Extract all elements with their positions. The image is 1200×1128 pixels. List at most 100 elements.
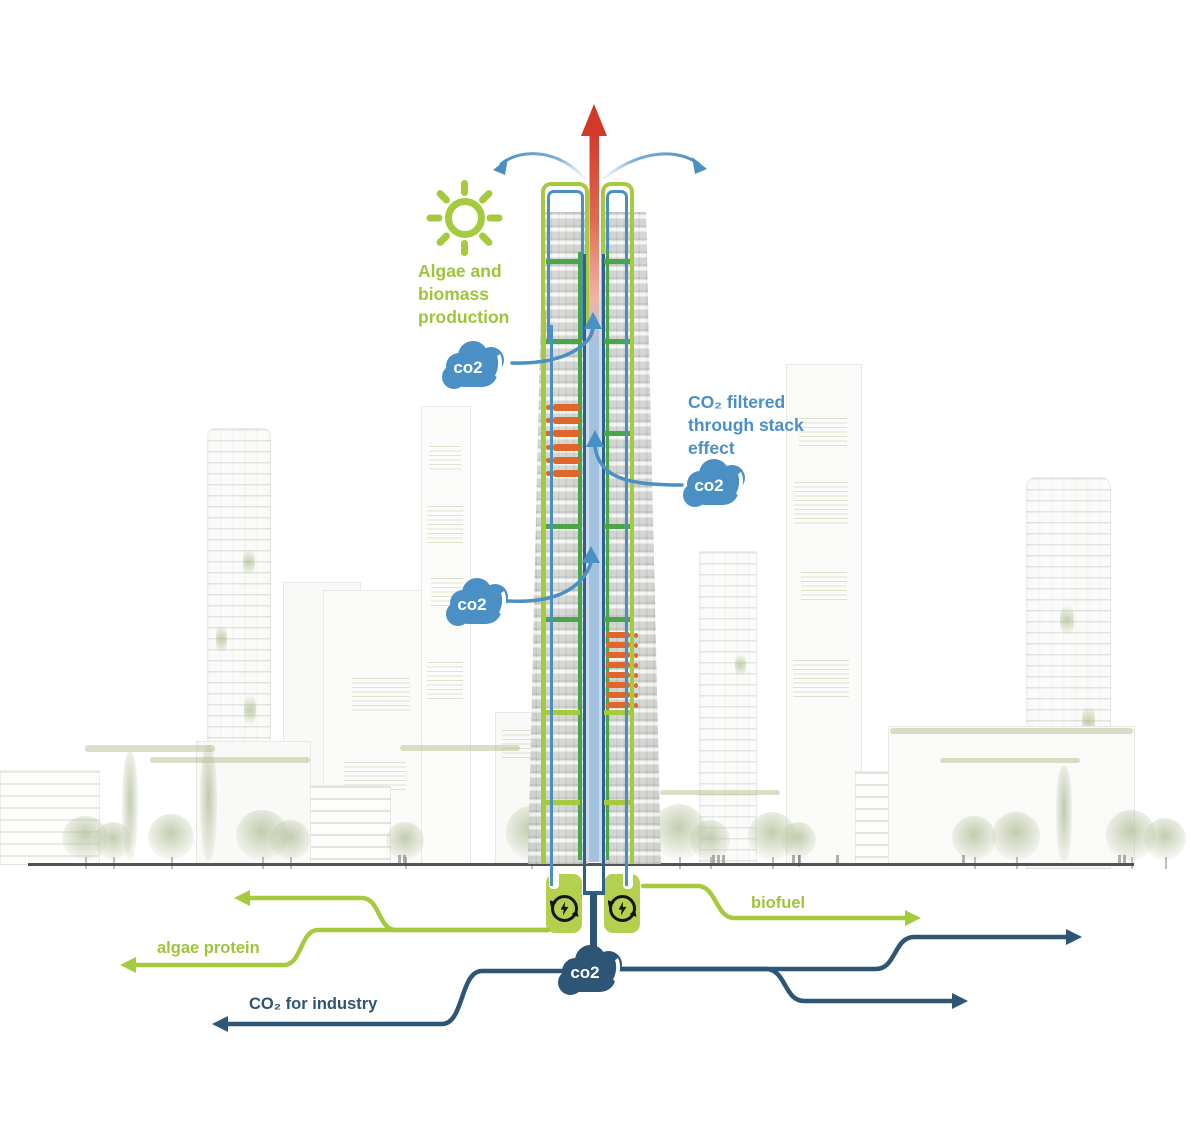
co2-industry-line [221,968,588,1027]
person-silhouette [403,855,406,863]
co2-inflow-top [510,325,595,365]
vegetation-patch [243,545,255,579]
crossbar [546,800,580,805]
crossbar [604,259,630,264]
orange-vent [606,692,638,698]
person-silhouette [836,855,839,863]
annotation-text-block [344,762,406,790]
tree [1056,766,1072,861]
vegetation-patch [735,650,746,680]
pipe-notch [623,874,633,889]
orange-vent [606,642,638,648]
background-building [421,406,471,865]
person-silhouette [792,855,795,863]
dispersal-arrow-left [499,152,586,180]
algae-protein-line [129,927,551,968]
crossbar [546,259,580,264]
crossbar [546,339,580,344]
energy-generator-icon [550,895,578,922]
lightning-bolt-icon [560,901,569,916]
annotation-text-block [799,418,847,448]
cloud-label: co2 [694,476,724,495]
crossbar [604,800,630,805]
hedge [400,745,520,751]
person-silhouette [398,855,401,863]
label-co2-filtered: CO₂ filtered through stack effect [688,392,804,458]
co2-distribution-lines [212,929,1082,1032]
background-building [699,551,757,865]
ground-line [28,863,1134,866]
crossbar [546,524,580,529]
annotation-text-block [427,662,463,700]
crossbar [604,617,630,622]
annotation-text-block [801,572,847,602]
dispersal-arrow-right [602,152,701,180]
tower-frame-green-left [541,310,546,864]
orange-vent [606,662,638,668]
hedge [150,757,310,763]
green-product-lines [120,883,921,973]
orange-vent [606,652,638,658]
crossbar [604,710,630,715]
orange-vent [606,632,638,638]
vegetation-patch [1060,600,1074,640]
crossbar [604,339,630,344]
co2-cloud-icon: co2 [556,943,624,999]
co2-export-lower-line [592,966,957,1004]
co2-inflow-lines [505,312,684,604]
hedge [890,728,1133,734]
cloud-label: co2 [453,358,483,377]
co2-inflow-right [593,445,684,487]
orange-vent [606,682,638,688]
orange-vent [546,470,580,477]
energy-box-left [546,874,582,933]
orange-vent [546,417,580,424]
co2-cloud-icon: co2 [681,457,747,511]
person-silhouette [1118,855,1121,863]
crossbar [604,431,630,436]
orange-vent [546,444,580,451]
tower-frame-blue-left [549,325,553,886]
tree [200,745,217,861]
tower-frame-green-right [629,310,634,864]
orange-vent [606,672,638,678]
person-silhouette [1123,855,1126,863]
dispersal-arrows [493,152,707,180]
duct-junction [582,891,605,895]
tower-inner-frame-left [578,252,582,860]
crossbar [546,710,580,715]
tree [780,822,816,867]
background-building [786,364,862,865]
green-line-upper-left [243,895,551,933]
person-silhouette [717,855,720,863]
person-silhouette [712,855,715,863]
sun-icon [426,180,503,256]
orange-vent [546,430,580,437]
label-biofuel: biofuel [751,894,806,912]
annotation-text-block [794,482,848,526]
orange-vent [546,404,580,411]
tree [1144,818,1186,869]
cloud-label: co2 [570,963,600,982]
co2-export-upper-line [592,934,1071,972]
orange-vent [546,457,580,464]
label-algae-protein: algae protein [157,939,260,957]
co2-cloud-icon: co2 [444,576,510,630]
sun-disc [445,198,485,238]
exhaust-up-arrow [581,104,607,345]
label-algae-biomass: Algae and biomass production [418,261,510,327]
tower-frame-blue-right [624,325,628,886]
orange-vent [606,702,638,708]
energy-generator-icon [608,895,636,922]
energy-box-right [604,874,640,933]
annotation-text-block [352,678,410,712]
crossbar [546,617,580,622]
vegetation-patch [244,690,256,730]
biofuel-line [640,883,911,921]
pipe-notch [549,874,559,889]
hedge [660,790,780,795]
